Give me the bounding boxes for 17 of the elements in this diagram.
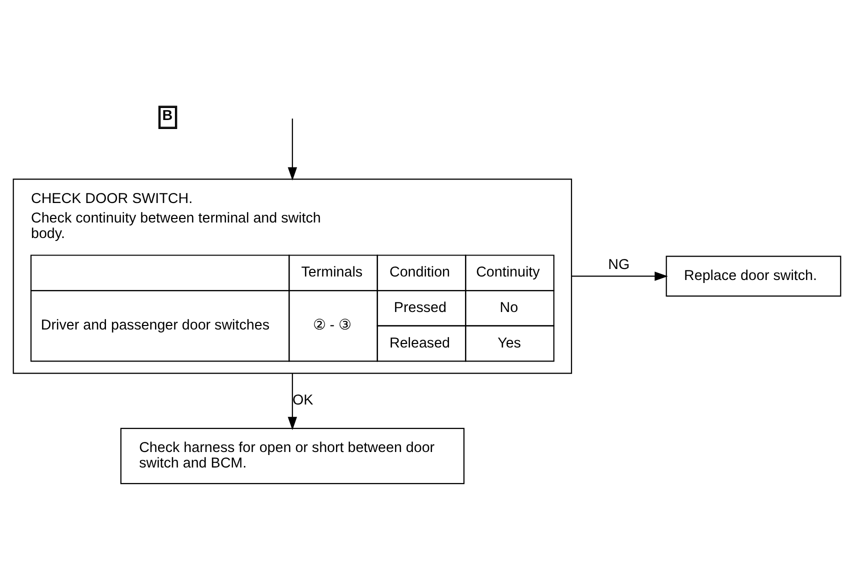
arrow [288, 373, 298, 430]
edge-label: OK [292, 392, 314, 409]
label: Driver and passenger door switches [40, 318, 270, 334]
label: B [162, 108, 173, 124]
edge-label: NG [608, 256, 630, 273]
label: Terminals [301, 264, 363, 281]
label: Continuity [476, 264, 540, 281]
arrow [288, 118, 298, 181]
label: Pressed [394, 300, 446, 316]
node-box: Check harness for open or short between door switch and BCM. [120, 428, 464, 484]
label: No [500, 300, 518, 316]
node-box: Replace door switch. [666, 256, 842, 297]
label: Yes [498, 335, 521, 352]
label: ② - ③ [312, 318, 352, 334]
label: Condition [389, 264, 450, 281]
arrow [572, 272, 668, 281]
label: Released [389, 335, 450, 352]
